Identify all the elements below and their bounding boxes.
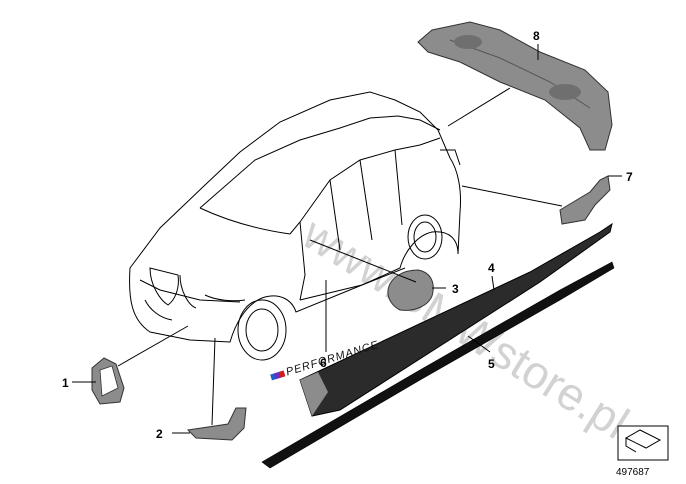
part-side-sill xyxy=(299,222,613,417)
part-mirror-cap xyxy=(387,269,434,311)
callout-4: 4 xyxy=(488,261,495,275)
callout-6: 6 xyxy=(320,356,327,370)
part-side-decal xyxy=(261,261,615,469)
car-outline xyxy=(129,91,461,361)
view-arrow-icon xyxy=(624,429,662,449)
callout-3: 3 xyxy=(452,282,459,296)
callout-8: 8 xyxy=(533,29,540,43)
callout-5: 5 xyxy=(488,357,495,371)
reference-number: 497687 xyxy=(616,467,650,478)
callout-2: 2 xyxy=(156,427,163,441)
part-air-intake-trim xyxy=(91,357,125,405)
reference-box: 497687 xyxy=(616,425,669,478)
callout-numbers: 1 2 3 4 5 6 7 8 xyxy=(62,29,633,441)
part-bracket xyxy=(559,175,611,225)
leader-lines xyxy=(72,44,622,434)
part-front-splitter xyxy=(186,407,247,441)
part-rear-diffuser xyxy=(417,21,613,151)
callout-7: 7 xyxy=(626,170,633,184)
callout-1: 1 xyxy=(62,376,69,390)
